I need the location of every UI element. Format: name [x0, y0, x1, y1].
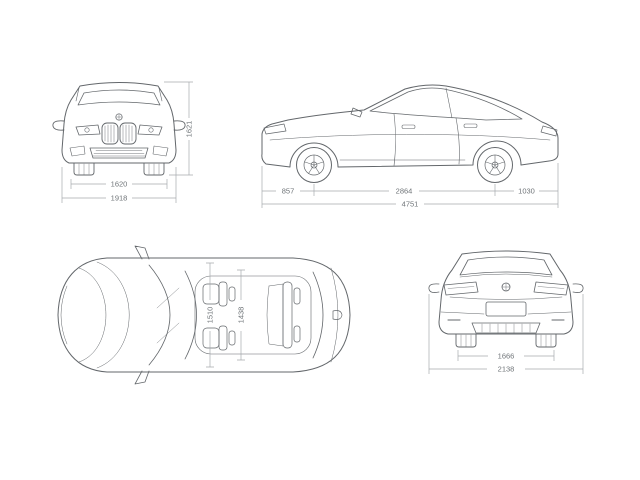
rear-window [459, 256, 553, 278]
rear-trunk-lines [440, 296, 572, 317]
dim-front-height: 1621 [185, 121, 194, 138]
side-character-lines [269, 134, 551, 161]
front-headlights [75, 124, 163, 136]
front-body-outline [61, 82, 177, 164]
side-taillight [540, 125, 558, 137]
rear-roundel-icon [501, 282, 511, 292]
top-mirrors [134, 245, 150, 385]
side-glasshouse [369, 87, 523, 121]
rear-mirrors [428, 283, 584, 293]
top-antenna-fin [332, 310, 343, 320]
top-rear-bench [266, 281, 301, 349]
top-body-outline [57, 257, 351, 373]
side-front-wheel [296, 147, 332, 183]
dim-rear-track: 1666 [498, 352, 515, 361]
dim-front-track: 1620 [111, 180, 128, 189]
side-rear-wheel [477, 147, 513, 183]
top-view-drawing: 1510 1438 [57, 245, 351, 385]
side-mirror [350, 107, 363, 118]
top-hood-creases [78, 261, 130, 369]
front-dimension-lines [61, 81, 193, 203]
rear-dimension-lines [428, 294, 584, 374]
top-roof-glass [194, 275, 312, 355]
side-body-outline [261, 84, 559, 168]
top-view: 1510 1438 [45, 238, 365, 398]
top-rear-window [312, 267, 339, 363]
front-lower-intake [69, 145, 169, 159]
front-wheels [73, 162, 165, 176]
dim-top-rear-width: 1438 [237, 307, 246, 324]
rear-body-outline [438, 250, 574, 335]
side-dimension-lines [261, 163, 559, 208]
side-headlight [263, 123, 287, 135]
side-view-drawing: 857 2864 1030 4751 [261, 84, 559, 209]
rear-view: 1666 2138 [424, 240, 589, 385]
front-view: 1620 1918 1621 [46, 72, 198, 219]
front-mirrors [52, 120, 186, 131]
dim-rear-width-mirrors: 2138 [498, 365, 515, 374]
dim-front-width: 1918 [111, 194, 128, 203]
dim-front-overhang: 857 [282, 187, 295, 196]
dim-wheelbase: 2864 [396, 187, 413, 196]
side-door-lines [393, 113, 478, 167]
rear-wheels [455, 333, 557, 348]
front-view-drawing: 1620 1918 1621 [52, 81, 194, 203]
top-front-seats [202, 281, 236, 351]
dim-rear-overhang: 1030 [518, 187, 535, 196]
side-view: 857 2864 1030 4751 [250, 70, 580, 220]
rear-diffuser [447, 319, 565, 334]
dim-overall-length: 4751 [402, 200, 419, 209]
rear-taillights [443, 281, 569, 296]
dim-top-front-width: 1510 [206, 307, 215, 324]
front-windshield [75, 87, 163, 106]
top-dimension-lines [206, 262, 245, 368]
top-windshield [148, 264, 197, 366]
front-kidney-grille [101, 122, 137, 145]
rear-view-drawing: 1666 2138 [428, 250, 584, 374]
brand-roundel-icon [115, 113, 123, 121]
